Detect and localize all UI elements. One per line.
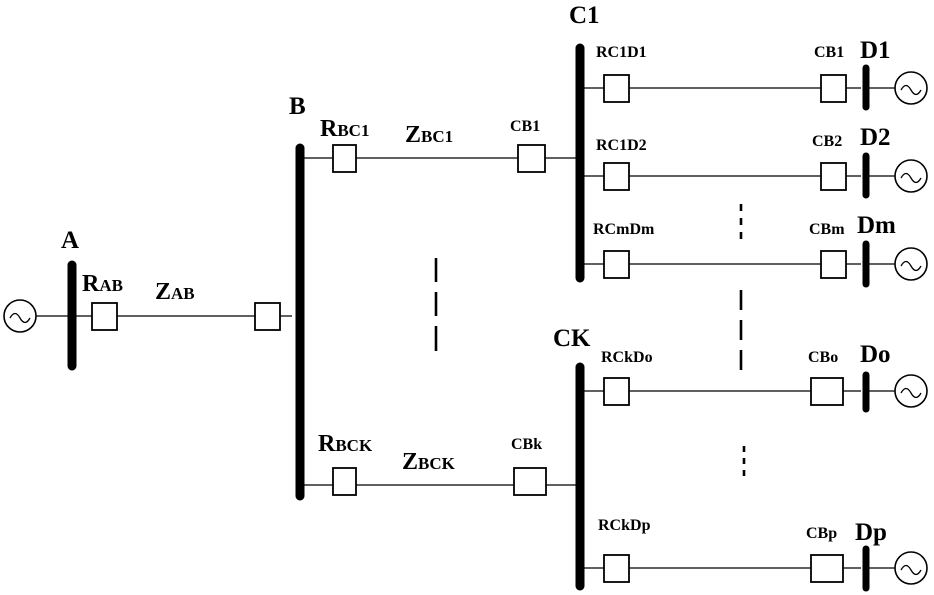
label-cb1-d1: CB1 (814, 44, 844, 61)
breaker-cbp-dp (810, 554, 844, 583)
label-zbc1: ZBC1 (405, 122, 453, 148)
bus-d1-label: D1 (860, 37, 891, 64)
breaker-b-side-ab (254, 302, 281, 331)
label-zbc1-main: Z (405, 122, 421, 148)
generator-a-icon (3, 299, 37, 333)
bus-d2-label: D2 (860, 124, 891, 151)
bus-a-label: A (61, 227, 79, 254)
breaker-cb1-c1 (517, 144, 546, 173)
generator-d2-icon (894, 159, 928, 193)
label-rab-sub: AB (99, 276, 123, 295)
generator-do-wave-icon (900, 387, 922, 399)
bus-dm-label: Dm (857, 212, 896, 239)
label-zab-sub: AB (171, 284, 195, 303)
generator-d1-icon (894, 71, 928, 105)
label-zbc1-sub: BC1 (421, 127, 453, 146)
breaker-rcmdm (603, 250, 630, 279)
generator-do-icon (894, 374, 928, 408)
breaker-rbck (332, 467, 357, 496)
label-rbc1: RBC1 (320, 116, 369, 142)
generator-dp-icon (894, 551, 928, 585)
bus-dp-label: Dp (855, 519, 887, 546)
breaker-cbk-ck (513, 467, 547, 496)
bus-do-label: Do (860, 341, 891, 368)
breaker-rab (91, 302, 118, 331)
breaker-cbm-dm (820, 250, 847, 279)
generator-dp-wave-icon (900, 564, 922, 576)
label-rab-main: R (82, 271, 100, 297)
label-rbc1-main: R (320, 116, 338, 142)
generator-dm-icon (894, 247, 928, 281)
label-rc1d1: RC1D1 (596, 44, 647, 61)
label-zbck: ZBCK (402, 449, 456, 475)
breaker-rckdp (603, 554, 630, 583)
generator-d2-wave-icon (900, 172, 922, 184)
breaker-cbo-do (810, 377, 844, 406)
label-zab-main: Z (155, 279, 171, 305)
label-rab: RAB (82, 271, 123, 297)
breaker-cb2-d2 (820, 162, 847, 191)
label-rckdp: RCkDp (598, 517, 651, 534)
label-cb1-c1: CB1 (510, 118, 540, 135)
label-cbm-dm: CBm (809, 221, 845, 238)
bus-b-label: B (289, 93, 306, 120)
label-rbck: RBCK (318, 431, 373, 457)
breaker-rckdo (603, 377, 630, 406)
label-zbck-sub: BCK (418, 454, 456, 473)
label-cbk-ck: CBk (511, 436, 542, 453)
breaker-rbc1 (332, 144, 357, 173)
bus-ck-label: CK (553, 325, 591, 352)
generator-d1-wave-icon (900, 84, 922, 96)
label-zbck-main: Z (402, 449, 418, 475)
label-rckdo: RCkDo (601, 349, 653, 366)
generator-a-wave-icon (9, 312, 31, 324)
label-cbo-do: CBo (808, 349, 838, 366)
label-rbc1-sub: BC1 (337, 121, 369, 140)
label-rc1d2: RC1D2 (596, 137, 647, 154)
breaker-cb1-d1 (820, 74, 847, 103)
label-zab: ZAB (155, 279, 195, 305)
bus-c1-label: C1 (569, 2, 600, 29)
generator-dm-wave-icon (900, 260, 922, 272)
breaker-rc1d1 (603, 74, 630, 103)
label-rbck-sub: BCK (335, 436, 373, 455)
breaker-rc1d2 (603, 162, 630, 191)
label-rcmdm: RCmDm (593, 221, 655, 238)
label-rbck-main: R (318, 431, 336, 457)
label-cb2-d2: CB2 (812, 133, 842, 150)
label-cbp-dp: CBp (806, 525, 837, 542)
